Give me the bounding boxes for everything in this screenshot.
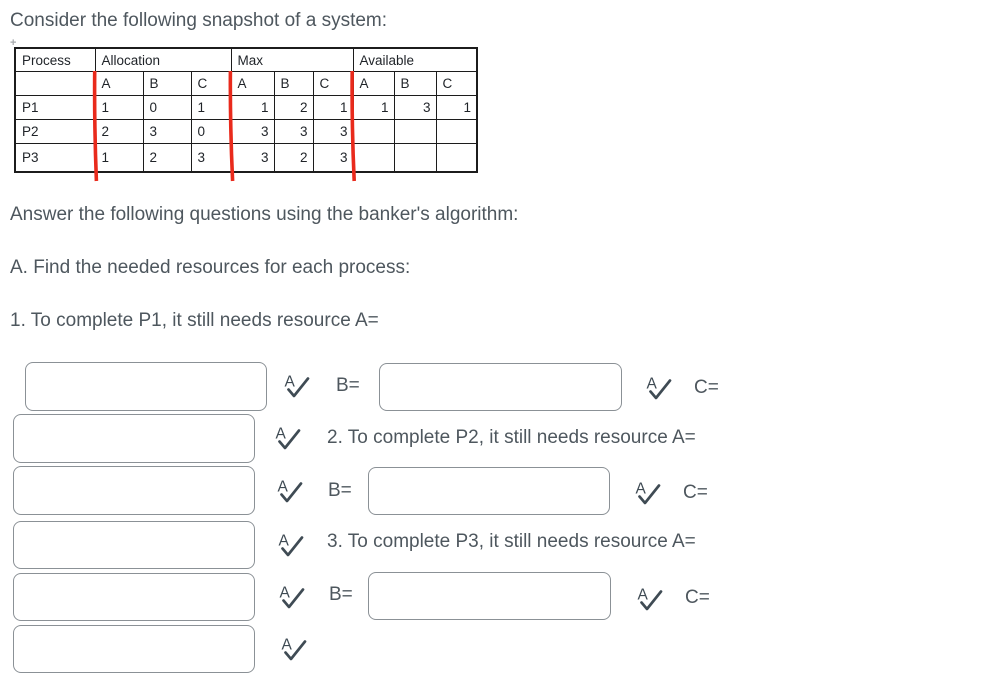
max-cell: 3 [230, 143, 275, 173]
part-a-heading: A. Find the needed resources for each pr… [10, 257, 411, 278]
avail-col-b: B [393, 71, 437, 96]
max-cell: 2 [273, 95, 314, 120]
avail-cell [435, 119, 478, 144]
label-b-equals: B= [336, 375, 360, 396]
table-row-p3: P3 1 2 3 3 2 3 [14, 143, 478, 173]
process-cell: P3 [14, 143, 96, 173]
q3-prompt: 3. To complete P3, it still needs resour… [327, 531, 696, 552]
input-p2-a[interactable] [13, 466, 255, 515]
label-c-equals: C= [694, 377, 719, 398]
input-p2-c[interactable] [13, 521, 255, 569]
avail-cell [352, 143, 395, 173]
svg-text:A: A [280, 585, 291, 602]
table-row-p1: P1 1 0 1 1 2 1 1 3 1 [14, 95, 478, 120]
avail-cell [393, 143, 437, 173]
svg-text:A: A [636, 481, 647, 498]
svg-text:A: A [285, 374, 296, 391]
svg-text:A: A [276, 426, 287, 443]
max-cell: 3 [312, 143, 354, 173]
alloc-col-a: A [94, 71, 144, 96]
max-cell: 3 [312, 119, 354, 144]
spellcheck-icon: A [645, 374, 673, 402]
header-max: Max [230, 47, 354, 72]
max-cell: 2 [273, 143, 314, 173]
avail-cell [393, 119, 437, 144]
label-b-equals: B= [328, 480, 352, 501]
input-p3-b[interactable] [368, 572, 611, 620]
alloc-cell: 1 [94, 143, 144, 173]
spellcheck-icon: A [636, 585, 664, 613]
input-p3-a[interactable] [13, 573, 255, 621]
alloc-cell: 1 [190, 95, 232, 120]
alloc-col-c: C [190, 71, 232, 96]
svg-text:A: A [279, 533, 290, 550]
alloc-cell: 2 [142, 143, 192, 173]
svg-text:A: A [278, 479, 289, 496]
spellcheck-icon: A [274, 424, 302, 452]
avail-cell: 1 [352, 95, 395, 120]
max-cell: 3 [273, 119, 314, 144]
alloc-cell: 0 [190, 119, 232, 144]
svg-text:A: A [638, 587, 649, 604]
header-available: Available [352, 47, 478, 72]
input-p3-c[interactable] [13, 625, 255, 673]
max-col-a: A [230, 71, 275, 96]
alloc-cell: 3 [190, 143, 232, 173]
subheader-blank [14, 71, 96, 96]
avail-col-c: C [435, 71, 478, 96]
q2-prompt: 2. To complete P2, it still needs resour… [327, 427, 696, 448]
table-group-header-row: Process Allocation Max Available [14, 47, 478, 72]
question-intro: Consider the following snapshot of a sys… [10, 10, 388, 31]
avail-cell: 1 [435, 95, 478, 120]
header-process: Process [14, 47, 96, 72]
alloc-col-b: B [142, 71, 192, 96]
alloc-cell: 2 [94, 119, 144, 144]
spellcheck-icon: A [634, 479, 662, 507]
spellcheck-icon: A [280, 635, 308, 663]
avail-cell [352, 119, 395, 144]
spellcheck-icon: A [276, 477, 304, 505]
avail-cell: 3 [393, 95, 437, 120]
label-b-equals: B= [329, 584, 353, 605]
avail-cell [435, 143, 478, 173]
instruction-line: Answer the following questions using the… [10, 204, 519, 225]
alloc-cell: 1 [94, 95, 144, 120]
snapshot-table: Process Allocation Max Available A B C A… [14, 47, 478, 173]
process-cell: P2 [14, 119, 96, 144]
max-col-c: C [312, 71, 354, 96]
max-cell: 3 [230, 119, 275, 144]
label-c-equals: C= [685, 587, 710, 608]
spellcheck-icon: A [277, 531, 305, 559]
svg-text:A: A [647, 376, 658, 393]
alloc-cell: 0 [142, 95, 192, 120]
input-p1-c[interactable] [13, 414, 255, 463]
spellcheck-icon: A [278, 583, 306, 611]
input-p1-a[interactable] [25, 362, 267, 411]
input-p1-b[interactable] [379, 363, 622, 411]
input-p2-b[interactable] [368, 467, 610, 515]
svg-text:A: A [282, 637, 293, 654]
q1-prompt: 1. To complete P1, it still needs resour… [10, 310, 379, 331]
cursor-artifact: + [10, 37, 17, 49]
spellcheck-icon: A [283, 372, 311, 400]
max-col-b: B [273, 71, 314, 96]
label-c-equals: C= [683, 482, 708, 503]
max-cell: 1 [312, 95, 354, 120]
system-snapshot-table-image: + Process Allocation Max Available A B C… [10, 37, 478, 182]
process-cell: P1 [14, 95, 96, 120]
table-subheader-row: A B C A B C A B C [14, 71, 478, 96]
max-cell: 1 [230, 95, 275, 120]
header-allocation: Allocation [94, 47, 232, 72]
table-row-p2: P2 2 3 0 3 3 3 [14, 119, 478, 144]
alloc-cell: 3 [142, 119, 192, 144]
avail-col-a: A [352, 71, 395, 96]
